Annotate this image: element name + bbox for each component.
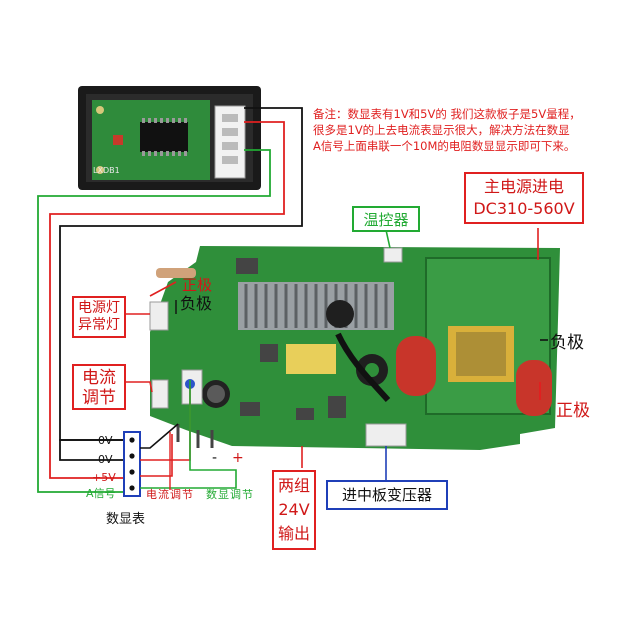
out24-box: 两组 24V 输出	[272, 470, 316, 550]
main-power-line-1: 主电源进电	[483, 177, 564, 196]
current-adjust-small-label: 电流调节	[146, 488, 194, 501]
note-line-1: 备注：数显表有1V和5V的 我们这款板子是5V量程，	[313, 107, 581, 121]
temp-controller-label: 温控器	[363, 211, 409, 229]
note-text: 备注：数显表有1V和5V的 我们这款板子是5V量程， 很多是1V的上去电流表显示…	[313, 106, 613, 154]
out24-line-3: 输出	[277, 524, 310, 543]
out24-line-2: 24V	[278, 500, 310, 519]
pin-label-0v-2: 0V	[98, 453, 113, 466]
main-pcb	[149, 246, 560, 450]
current-adjust-box: 电流 调节	[72, 364, 126, 410]
current-adjust-line-1: 电流	[82, 368, 116, 388]
out24-line-1: 两组	[277, 476, 310, 495]
main-power-box: 主电源进电 DC310-560V	[464, 172, 584, 224]
pin-label-a-signal: A信号	[86, 487, 116, 500]
note-line-3: A信号上面串联一个10M的电阻数显显示即可下来。	[313, 139, 576, 153]
note-line-2: 很多是1V的上去电流表显示很大，解决方法在数显	[313, 123, 570, 137]
display-meter-label: 数显表	[106, 512, 146, 527]
minus-sign: -	[212, 450, 218, 466]
pin-label-5v: +5V	[92, 471, 116, 484]
display-module-label: LXDB1	[93, 166, 120, 175]
power-led-line-2: 异常灯	[78, 317, 120, 333]
mid-transformer-box: 进中板变压器	[326, 480, 448, 510]
display-module	[78, 86, 261, 190]
power-led-box: 电源灯 异常灯	[72, 296, 126, 338]
negative-right-label: 负极	[550, 333, 584, 353]
main-power-line-2: DC310-560V	[473, 199, 575, 218]
temp-controller-box: 温控器	[352, 206, 420, 232]
positive-right-label: 正极	[556, 401, 590, 421]
display-adjust-small-label: 数显调节	[206, 488, 254, 501]
positive-left-label: 正极	[182, 276, 213, 294]
pin-label-0v-1: 0V	[98, 434, 113, 447]
power-led-line-1: 电源灯	[78, 300, 120, 316]
current-adjust-line-2: 调节	[82, 388, 116, 408]
plus-sign: +	[232, 450, 244, 466]
mid-transformer-label: 进中板变压器	[341, 486, 432, 504]
negative-left-label: 负极	[180, 294, 213, 313]
